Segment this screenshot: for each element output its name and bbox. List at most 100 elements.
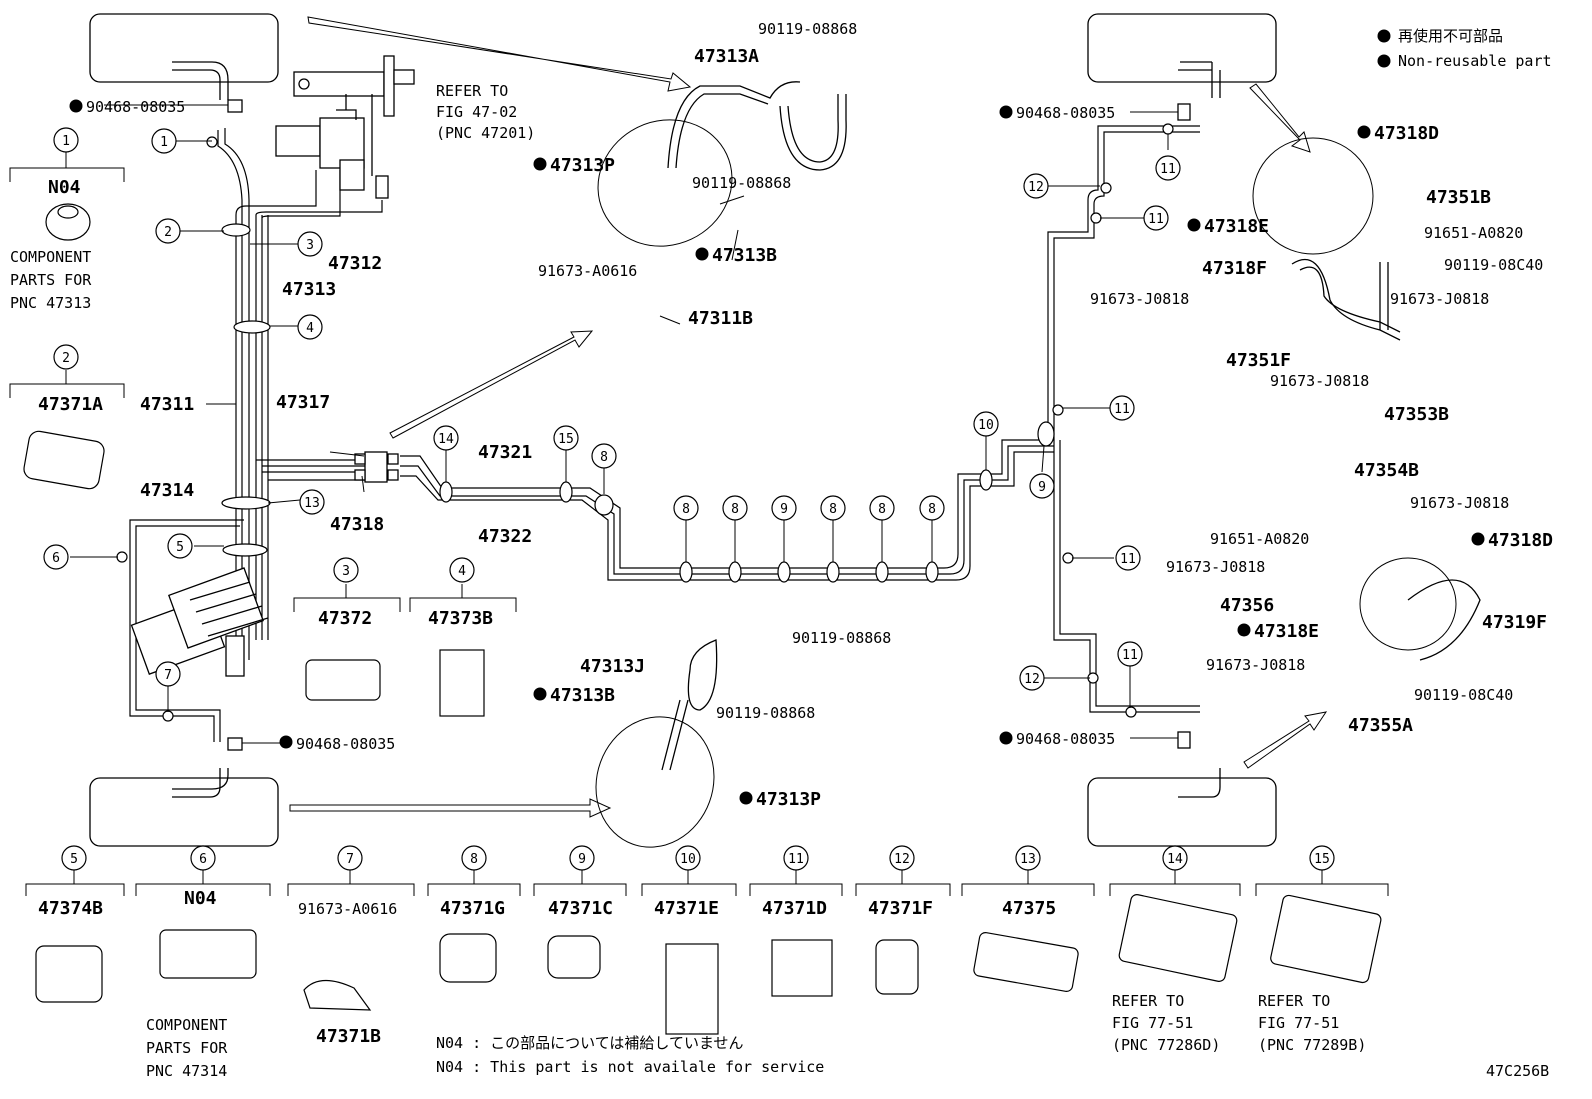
svg-text:6: 6: [52, 551, 60, 566]
svg-text:8: 8: [928, 502, 936, 517]
comp-10-label: 47371E: [654, 898, 719, 919]
label-47318F: 47318F: [1202, 258, 1267, 279]
svg-text:11: 11: [1114, 402, 1130, 417]
svg-text:8: 8: [829, 502, 837, 517]
label-47354B: 47354B: [1354, 460, 1419, 481]
label-91651-bottom: 91651-A0820: [1210, 530, 1309, 548]
label-91673-J0818-3: 91673-J0818: [1270, 372, 1369, 390]
figure-code: 47C256B: [1486, 1062, 1549, 1080]
label-47314: 47314: [140, 480, 194, 501]
svg-text:8: 8: [600, 450, 608, 465]
label-47318D-top: 47318D: [1374, 123, 1439, 144]
svg-text:7: 7: [164, 668, 172, 683]
svg-text:10: 10: [978, 418, 994, 433]
svg-text:5: 5: [176, 540, 184, 555]
component-brackets: [9, 152, 1389, 896]
refer-4702-line3: (PNC 47201): [436, 124, 535, 142]
label-47313P-bottom: 47313P: [756, 789, 821, 810]
label-90468-rl: 90468-08035: [296, 735, 395, 753]
refer-7751d-line2: FIG 77-51: [1112, 1014, 1193, 1032]
label-47311: 47311: [140, 394, 194, 415]
legend-en: Non-reusable part: [1398, 52, 1552, 70]
svg-text:8: 8: [470, 852, 478, 867]
front-right-wheel-box: [1087, 13, 1277, 83]
label-47313J: 47313J: [580, 656, 645, 677]
label-47318: 47318: [330, 514, 384, 535]
refer-4702-line2: FIG 47-02: [436, 103, 517, 121]
wheel-placeholders: [89, 13, 1277, 847]
flex-hoses: [661, 81, 1481, 771]
svg-text:14: 14: [1167, 852, 1183, 867]
label-47313P-top: 47313P: [550, 155, 615, 176]
part-labels: 90468-08035 90468-08035 90468-08035 9046…: [10, 20, 1553, 1080]
svg-text:11: 11: [1160, 162, 1176, 177]
svg-text:13: 13: [1020, 852, 1036, 867]
svg-text:9: 9: [1038, 480, 1046, 495]
refer-7751d-line1: REFER TO: [1112, 992, 1184, 1010]
non-reusable-dot-icon: [1377, 54, 1391, 68]
svg-text:1: 1: [160, 135, 168, 150]
svg-text:3: 3: [342, 564, 350, 579]
svg-text:12: 12: [1024, 672, 1040, 687]
svg-text:4: 4: [306, 321, 314, 336]
svg-text:15: 15: [1314, 852, 1330, 867]
label-47318E-top: 47318E: [1204, 216, 1269, 237]
comp-6-desc-3: PNC 47314: [146, 1062, 227, 1080]
svg-text:11: 11: [1120, 552, 1136, 567]
label-47312: 47312: [328, 253, 382, 274]
label-91673-J0818-5: 91673-J0818: [1166, 558, 1265, 576]
note-jp: N04 : この部品については補給していません: [436, 1034, 744, 1052]
label-47321: 47321: [478, 442, 532, 463]
svg-text:7: 7: [346, 852, 354, 867]
label-47319F: 47319F: [1482, 612, 1547, 633]
comp-7-label: 47371B: [316, 1026, 381, 1047]
joint-47318: [354, 451, 399, 483]
comp-2-label: 47371A: [38, 394, 103, 415]
svg-text:9: 9: [780, 502, 788, 517]
comp-3-label: 47372: [318, 608, 372, 629]
comp-12-label: 47371F: [868, 898, 933, 919]
label-91673-J0818-2: 91673-J0818: [1390, 290, 1489, 308]
svg-text:11: 11: [788, 852, 804, 867]
front-left-wheel-box: [89, 13, 279, 83]
comp-1-desc-3: PNC 47313: [10, 294, 91, 312]
refer-4702-line1: REFER TO: [436, 82, 508, 100]
svg-text:10: 10: [680, 852, 696, 867]
svg-text:11: 11: [1148, 212, 1164, 227]
label-91673-J0818-4: 91673-J0818: [1410, 494, 1509, 512]
abs-actuator: [130, 567, 269, 677]
pipe-clamps: [116, 123, 1174, 722]
comp-5-label: 47374B: [38, 898, 103, 919]
label-90119-d: 90119-08868: [716, 704, 815, 722]
label-47313B-bottom: 47313B: [550, 685, 615, 706]
comp-4-label: 47373B: [428, 608, 493, 629]
svg-text:6: 6: [199, 852, 207, 867]
label-90119-08C40-bottom: 90119-08C40: [1414, 686, 1513, 704]
svg-text:15: 15: [558, 432, 574, 447]
label-90119-a: 90119-08868: [758, 20, 857, 38]
refer-7751d-line3: (PNC 77286D): [1112, 1036, 1220, 1054]
comp-13-label: 47375: [1002, 898, 1056, 919]
refer-7751b-line2: FIG 77-51: [1258, 1014, 1339, 1032]
comp-1-desc-1: COMPONENT: [10, 248, 91, 266]
label-47355A: 47355A: [1348, 715, 1413, 736]
callout-circles: 1 1 2 3 4 2 13 5 6 3 4 7 14 15 8 8 8 9 8…: [43, 127, 1335, 871]
label-47322: 47322: [478, 526, 532, 547]
svg-text:8: 8: [731, 502, 739, 517]
label-47317: 47317: [276, 392, 330, 413]
rear-right-wheel-box: [1087, 777, 1277, 847]
label-91673-A0616: 91673-A0616: [538, 262, 637, 280]
label-47351F: 47351F: [1226, 350, 1291, 371]
label-91673-J0818-6: 91673-J0818: [1206, 656, 1305, 674]
comp-8-label: 47371G: [440, 898, 505, 919]
comp-6-label: N04: [184, 888, 217, 909]
component-icons: [23, 203, 1382, 1035]
svg-text:14: 14: [438, 432, 454, 447]
label-47356: 47356: [1220, 595, 1274, 616]
svg-text:2: 2: [62, 351, 70, 366]
svg-text:12: 12: [894, 852, 910, 867]
label-47318E-bottom: 47318E: [1254, 621, 1319, 642]
refer-7751b-line3: (PNC 77289B): [1258, 1036, 1366, 1054]
label-47313: 47313: [282, 279, 336, 300]
